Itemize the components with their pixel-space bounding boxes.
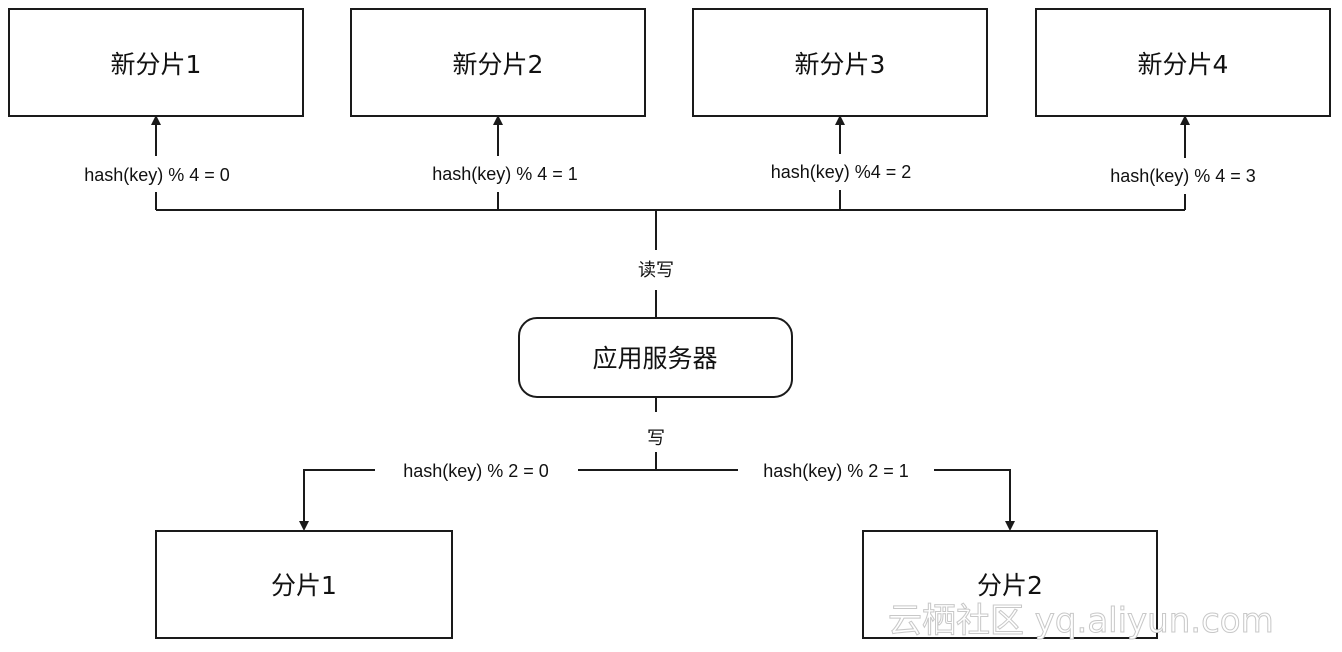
- application-server-label: 应用服务器: [592, 344, 717, 373]
- application-server: 应用服务器: [518, 317, 793, 398]
- watermark-text: 云栖社区 yq.aliyun.com: [888, 601, 1274, 641]
- bottom-shard-1-box: [155, 530, 453, 639]
- bottom-shard-1: 分片1: [155, 530, 453, 639]
- edge-label-bottom-2: hash(key) % 2 = 1: [763, 461, 909, 481]
- bottom-shard-2-label: 分片2: [977, 571, 1043, 600]
- top-edges: [151, 115, 1190, 318]
- top-shard-1-box: [8, 8, 304, 117]
- bottom-shard-1-label: 分片1: [271, 571, 337, 600]
- bottom-shard-2: 分片2: [862, 530, 1158, 639]
- top-shard-2-label: 新分片2: [453, 50, 544, 79]
- top-shard-3: 新分片3: [692, 8, 988, 117]
- edge-label-top-2: hash(key) % 4 = 1: [432, 164, 578, 184]
- bottom-shard-2-box: [862, 530, 1158, 639]
- top-shard-3-box: [692, 8, 988, 117]
- top-shard-2: 新分片2: [350, 8, 646, 117]
- top-shard-2-box: [350, 8, 646, 117]
- edge-label-top-4: hash(key) % 4 = 3: [1110, 166, 1256, 186]
- write-label: 写: [647, 428, 665, 449]
- bottom-edges: [299, 397, 1015, 531]
- edge-label-top-1: hash(key) % 4 = 0: [84, 165, 230, 185]
- top-shard-4-box: [1035, 8, 1331, 117]
- top-shard-1: 新分片1: [8, 8, 304, 117]
- read-write-label: 读写: [638, 260, 674, 281]
- edge-label-bottom-1: hash(key) % 2 = 0: [403, 461, 549, 481]
- edge-label-top-3: hash(key) %4 = 2: [771, 162, 912, 182]
- top-shard-4: 新分片4: [1035, 8, 1331, 117]
- top-shard-4-label: 新分片4: [1138, 50, 1229, 79]
- top-shard-3-label: 新分片3: [795, 50, 886, 79]
- top-shard-1-label: 新分片1: [111, 50, 202, 79]
